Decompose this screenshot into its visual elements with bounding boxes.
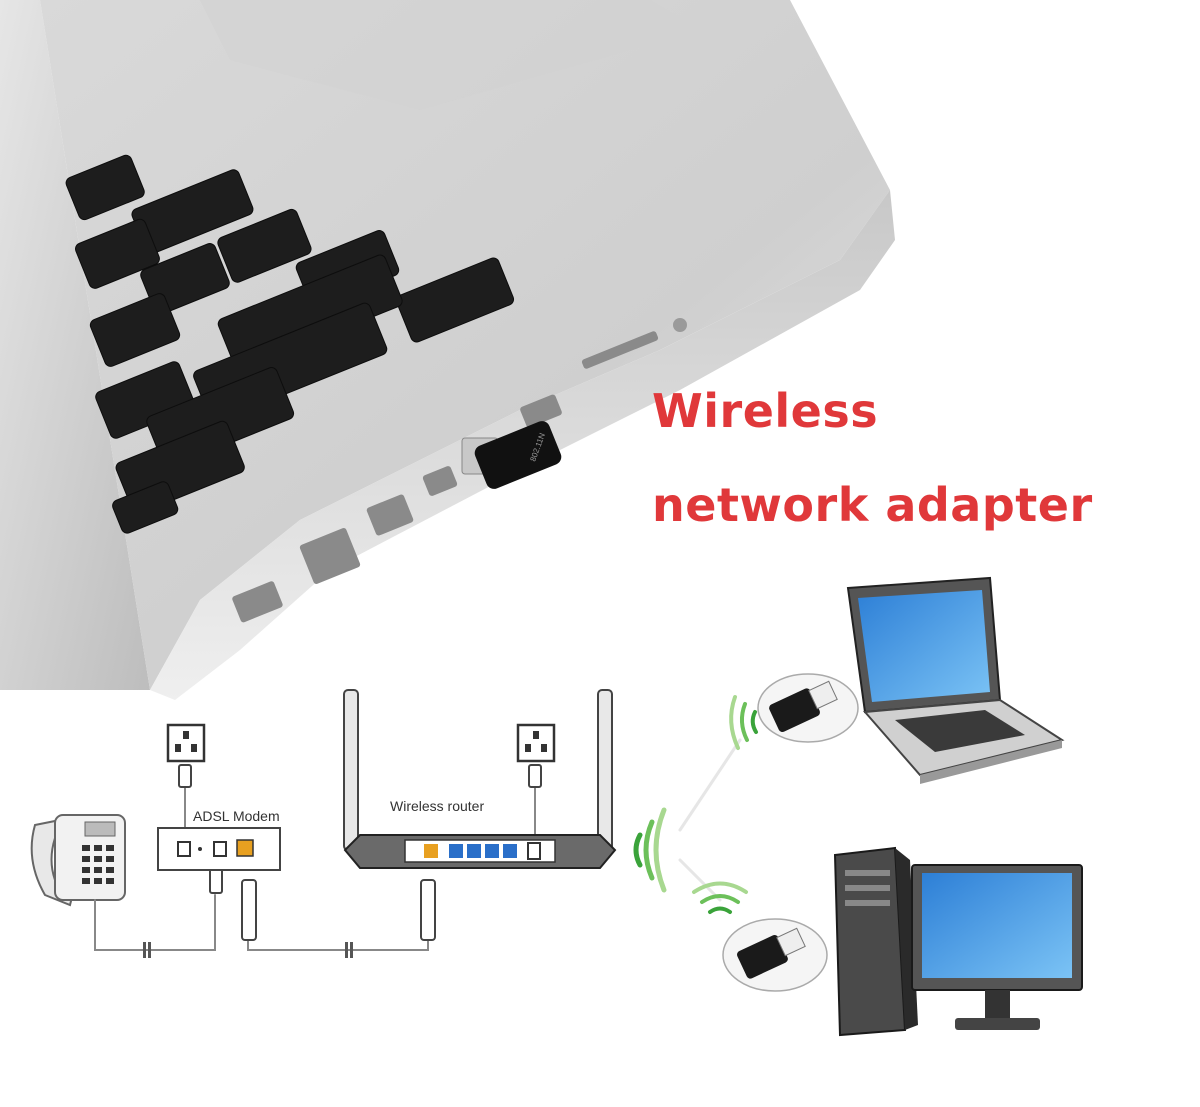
usb-adapter-plugged: 802.11N (461, 421, 562, 489)
adsl-modem-icon (157, 827, 281, 871)
wifi-signal-icon (729, 695, 758, 750)
network-diagram (30, 576, 1083, 1037)
usb-adapter-icon (757, 673, 859, 743)
power-socket-icon (166, 723, 206, 763)
usb-adapter-icon (722, 918, 828, 992)
headline-line-2: network adapter (652, 478, 1093, 532)
laptop-photo: 802.11N (0, 0, 895, 700)
wireless-router-label: Wireless router (390, 798, 485, 814)
laptop-icon (846, 576, 1065, 784)
desktop-pc-icon (833, 846, 1083, 1037)
headline-line-1: Wireless (652, 384, 879, 438)
power-socket-icon (516, 723, 556, 763)
wifi-signal-icon (633, 807, 667, 893)
telephone-icon (30, 814, 126, 907)
wifi-signal-icon (692, 881, 748, 914)
wireless-router-icon (343, 689, 617, 869)
adsl-modem-label: ADSL Modem (193, 808, 280, 824)
